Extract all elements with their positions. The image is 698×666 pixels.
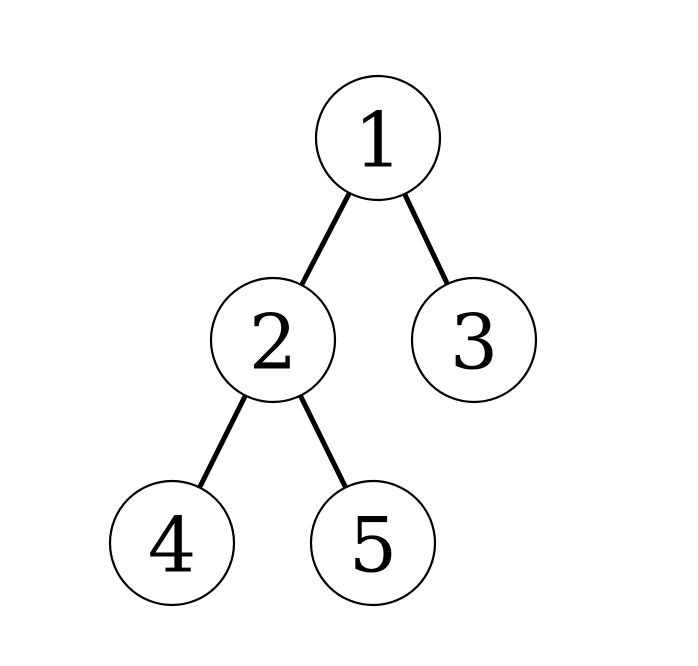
- tree-node-2[interactable]: 2: [209, 276, 337, 404]
- node-circle-2: [209, 276, 337, 404]
- node-circle-1: [314, 74, 442, 202]
- node-label-1: 1: [354, 96, 402, 185]
- edge-layer: [197, 191, 450, 489]
- node-label-2: 2: [249, 298, 297, 387]
- tree-edge-2-4: [197, 394, 248, 489]
- node-label-4: 4: [148, 501, 196, 590]
- node-circle-3: [410, 276, 538, 404]
- node-circle-5: [309, 479, 437, 607]
- tree-edge-1-2: [299, 191, 352, 287]
- tree-node-5[interactable]: 5: [309, 479, 437, 607]
- tree-node-1[interactable]: 1: [314, 74, 442, 202]
- tree-edge-2-5: [298, 394, 348, 489]
- tree-node-3[interactable]: 3: [410, 276, 538, 404]
- tree-edge-1-3: [402, 192, 450, 286]
- tree-node-4[interactable]: 4: [108, 479, 236, 607]
- node-label-5: 5: [349, 501, 397, 590]
- node-layer: 1 2 3 4 5: [108, 74, 538, 607]
- node-label-3: 3: [450, 298, 498, 387]
- node-circle-4: [108, 479, 236, 607]
